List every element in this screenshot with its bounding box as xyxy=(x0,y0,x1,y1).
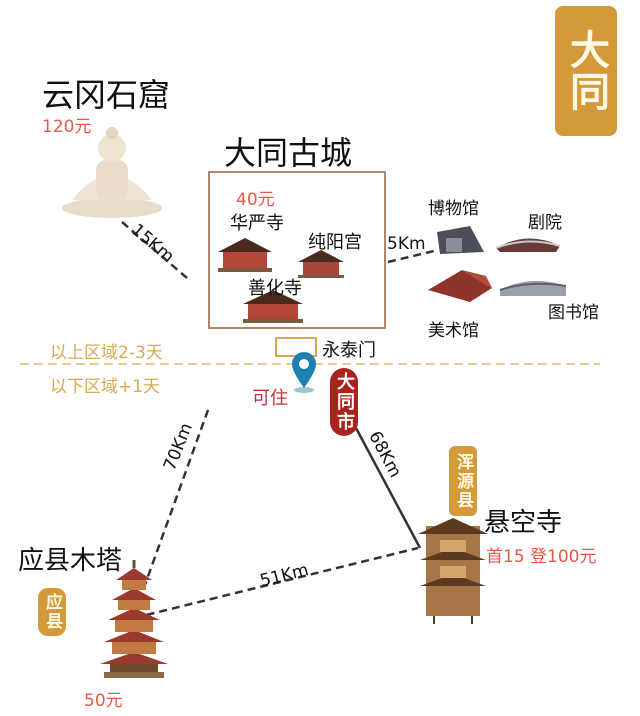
buddha-statue-icon xyxy=(62,127,162,218)
chunyang-palace-label: 纯阳宫 xyxy=(308,232,362,253)
shanhua-temple-label: 善化寺 xyxy=(248,278,302,299)
library-label: 图书馆 xyxy=(548,303,599,323)
theater-label: 剧院 xyxy=(528,213,562,233)
wooden-pagoda-icon xyxy=(100,560,168,678)
yungang-price: 120元 xyxy=(42,117,92,137)
route-city-culture xyxy=(387,248,439,264)
library-building-icon xyxy=(499,280,567,296)
art-museum-label: 美术馆 xyxy=(428,321,479,341)
huayan-temple-icon xyxy=(218,238,272,272)
shanhua-temple-icon xyxy=(243,290,303,323)
art-museum-building-icon xyxy=(428,270,492,302)
chunyang-palace-icon xyxy=(298,250,344,278)
yongtai-gate-marker xyxy=(275,337,317,357)
route-yungang-city xyxy=(121,221,188,279)
datong-title-badge: 大同 xyxy=(555,6,617,136)
xuankong-temple-icon xyxy=(418,518,488,624)
distance-city-culture: 5Km xyxy=(387,234,426,254)
yingxian-badge: 应县 xyxy=(38,588,66,636)
yingxian-tower-label: 应县木塔 xyxy=(18,546,123,576)
route-yingxian-xuankong xyxy=(133,546,419,620)
hunyuan-badge: 浑源县 xyxy=(449,446,477,516)
location-pin-icon xyxy=(292,352,316,393)
stay-label: 可住 xyxy=(252,388,288,409)
yingxian-tower-price: 50元 xyxy=(84,691,123,711)
route-city-xuankong xyxy=(354,427,422,549)
museum-building-icon xyxy=(437,226,484,254)
xuankong-price: 首15 登100元 xyxy=(486,547,597,567)
museum-label: 博物馆 xyxy=(428,199,479,219)
datong-city-badge: 大同市 xyxy=(330,368,358,436)
huayan-temple-label: 华严寺 xyxy=(230,213,284,234)
old-city-frame xyxy=(208,171,386,329)
xuankong-temple-label: 悬空寺 xyxy=(484,508,563,538)
huayan-price: 40元 xyxy=(236,190,275,210)
zone-below-label: 以下区域+1天 xyxy=(50,377,161,397)
old-city-label: 大同古城 xyxy=(224,134,353,172)
zone-above-label: 以上区域2-3天 xyxy=(50,343,163,363)
theater-building-icon xyxy=(495,238,561,252)
yongtai-gate-label: 永泰门 xyxy=(322,340,376,361)
yungang-grottoes-label: 云冈石窟 xyxy=(42,76,171,114)
